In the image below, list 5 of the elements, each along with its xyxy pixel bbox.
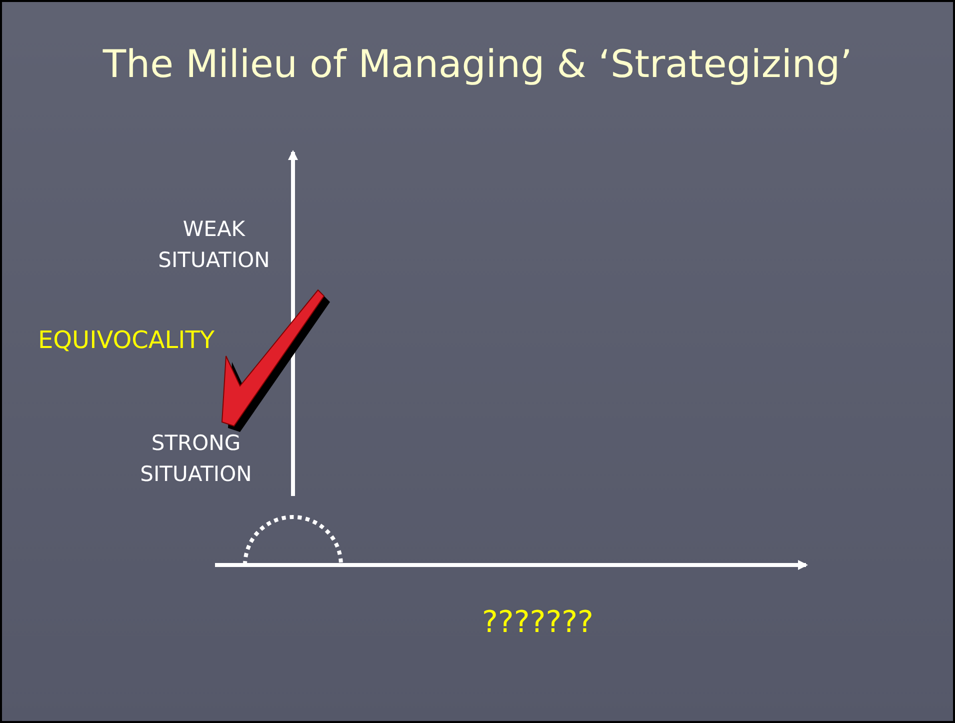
axis-label: WEAK SITUATION: [157, 216, 271, 274]
slide-title: The Milieu of Managing & ‘Strategizing’: [102, 41, 854, 88]
axis-title: EQUIVOCALITY: [38, 325, 215, 356]
axis-title: ???????: [482, 604, 594, 642]
axis-label: STRONG SITUATION: [139, 430, 253, 488]
